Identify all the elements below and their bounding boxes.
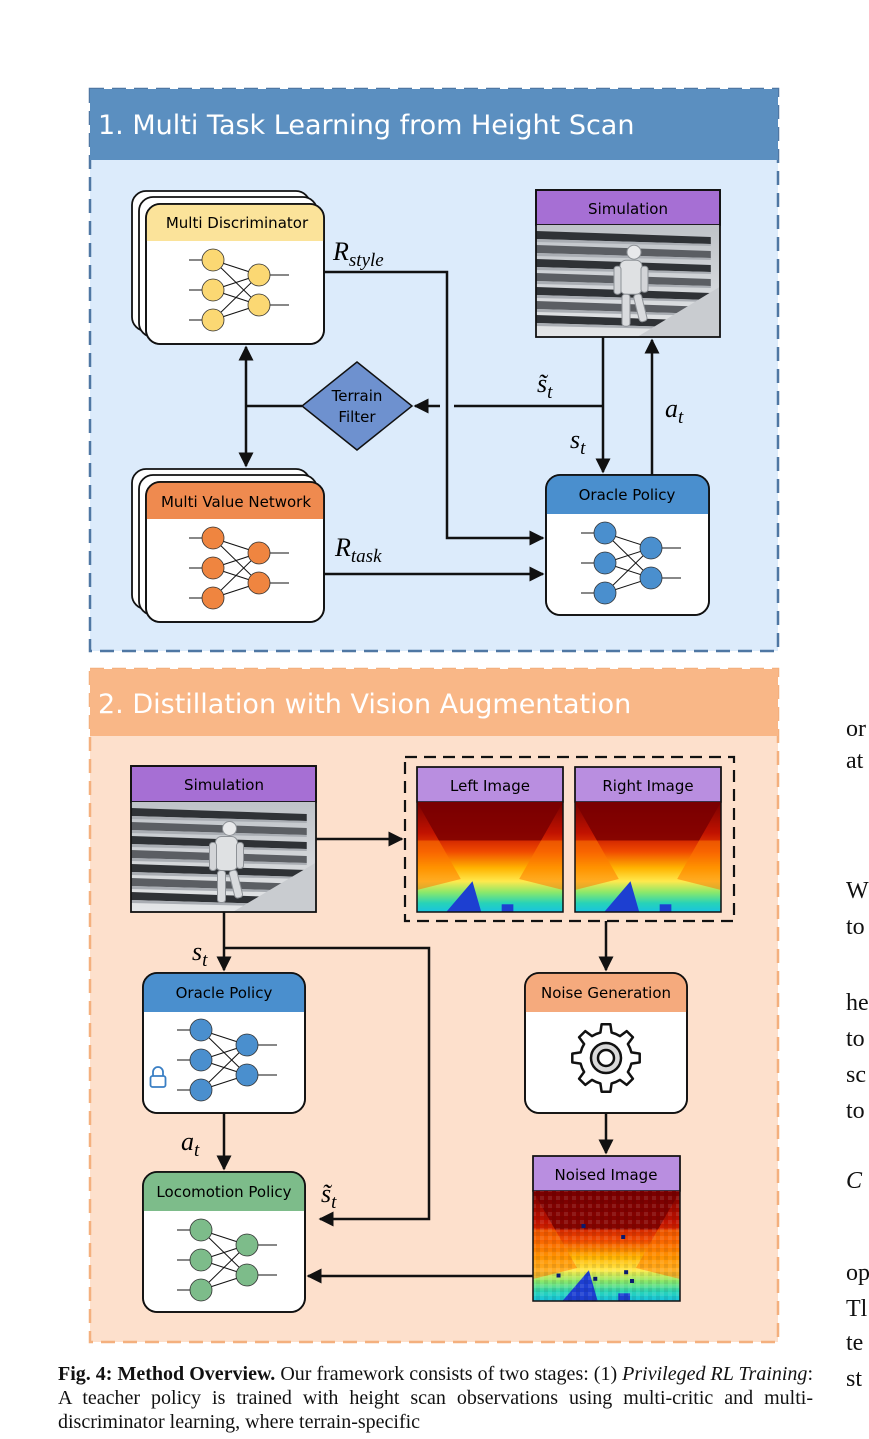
stage2-oracle-network-icon	[177, 1018, 277, 1102]
terrain-filter-label-line1: Terrain	[331, 387, 383, 405]
discriminator-network-icon	[189, 248, 289, 332]
noised-image-label: Noised Image	[555, 1166, 658, 1184]
locomotion-policy-block: Locomotion Policy	[142, 1171, 306, 1313]
multi-value-network-label: Multi Value Network	[161, 493, 311, 511]
noised-image-block: Noised Image	[532, 1155, 681, 1302]
left-depth-image	[417, 802, 563, 912]
locomotion-policy-label: Locomotion Policy	[156, 1183, 291, 1201]
caption-label: Fig. 4:	[58, 1363, 113, 1385]
multi-value-network-block: Multi Value Network	[131, 468, 325, 623]
multi-discriminator-block: Multi Discriminator	[131, 190, 325, 345]
s-tilde-label-stage2: s̃t	[321, 1179, 337, 1213]
margin-fragment: to	[846, 1026, 865, 1052]
stage1-panel: 1. Multi Task Learning from Height Scan …	[88, 87, 780, 653]
stage2-simulation-label: Simulation	[184, 776, 264, 794]
margin-fragment: he	[846, 990, 869, 1016]
right-depth-image	[575, 802, 721, 912]
terrain-filter-block: Terrain Filter	[300, 361, 414, 451]
margin-fragment: te	[846, 1330, 864, 1356]
stage2-panel: 2. Distillation with Vision Augmentation…	[88, 667, 780, 1344]
left-image-label: Left Image	[450, 777, 530, 795]
margin-fragment: Tl	[846, 1296, 868, 1322]
margin-fragment: W	[846, 878, 869, 904]
margin-fragment: C	[846, 1168, 863, 1194]
r-task-label: Rtask	[334, 533, 382, 567]
margin-fragment: st	[846, 1366, 863, 1392]
s-label-stage1: st	[570, 425, 586, 459]
stereo-depth-images: Left Image Right Image	[403, 755, 736, 923]
left-image-block: Left Image	[416, 766, 564, 913]
noise-generation-label: Noise Generation	[541, 984, 671, 1002]
s-label-stage2: st	[192, 937, 208, 971]
stage1-oracle-policy-label: Oracle Policy	[579, 486, 676, 504]
caption-text-2: : A teacher policy is trained with heigh…	[58, 1363, 813, 1433]
stage2-connectors	[216, 831, 614, 1284]
stage1-oracle-network-icon	[581, 521, 681, 605]
caption-heading: Method Overview.	[117, 1363, 276, 1385]
stage2-header	[90, 669, 778, 736]
stage1-title: 1. Multi Task Learning from Height Scan	[98, 110, 634, 141]
stage1-simulation-label: Simulation	[588, 200, 668, 218]
noise-generation-block: Noise Generation	[524, 972, 688, 1114]
margin-fragment: sc	[846, 1062, 866, 1088]
noised-depth-image	[533, 1191, 680, 1301]
stage1-oracle-policy-block: Oracle Policy	[545, 474, 710, 616]
stage2-simulation-block: Simulation	[130, 765, 317, 913]
stage2-oracle-policy-label: Oracle Policy	[176, 984, 273, 1002]
frozen-lock-icon	[149, 1066, 167, 1088]
value-network-icon	[189, 526, 289, 610]
right-image-block: Right Image	[574, 766, 722, 913]
caption-italic-1: Privileged RL Training	[622, 1363, 808, 1385]
caption-text-1: Our framework consists of two stages: (1…	[275, 1363, 623, 1385]
stage1-simulation-image	[536, 225, 720, 337]
gear-icon	[571, 1023, 641, 1093]
figure-caption: Fig. 4: Method Overview. Our framework c…	[58, 1362, 813, 1434]
margin-fragment: to	[846, 1098, 865, 1124]
locomotion-network-icon	[177, 1218, 277, 1302]
multi-discriminator-label: Multi Discriminator	[166, 214, 309, 232]
s-tilde-route-arrow	[224, 946, 431, 1227]
margin-fragment: or	[846, 716, 866, 742]
terrain-filter-label-line2: Filter	[338, 408, 376, 426]
stage2-title: 2. Distillation with Vision Augmentation	[98, 689, 631, 720]
stage2-simulation-image	[131, 802, 316, 912]
a-label-stage1: at	[665, 394, 684, 428]
margin-fragment: op	[846, 1260, 869, 1286]
margin-fragment: to	[846, 914, 865, 940]
s-tilde-label-stage1: s̃t	[537, 369, 553, 403]
r-style-label: Rstyle	[332, 237, 384, 271]
stage1-header	[90, 89, 778, 160]
a-label-stage2: at	[181, 1127, 200, 1161]
stage2-oracle-policy-block: Oracle Policy	[142, 972, 306, 1114]
stage1-simulation-block: Simulation	[535, 189, 721, 338]
right-image-label: Right Image	[602, 777, 693, 795]
margin-fragment: at	[846, 748, 864, 774]
